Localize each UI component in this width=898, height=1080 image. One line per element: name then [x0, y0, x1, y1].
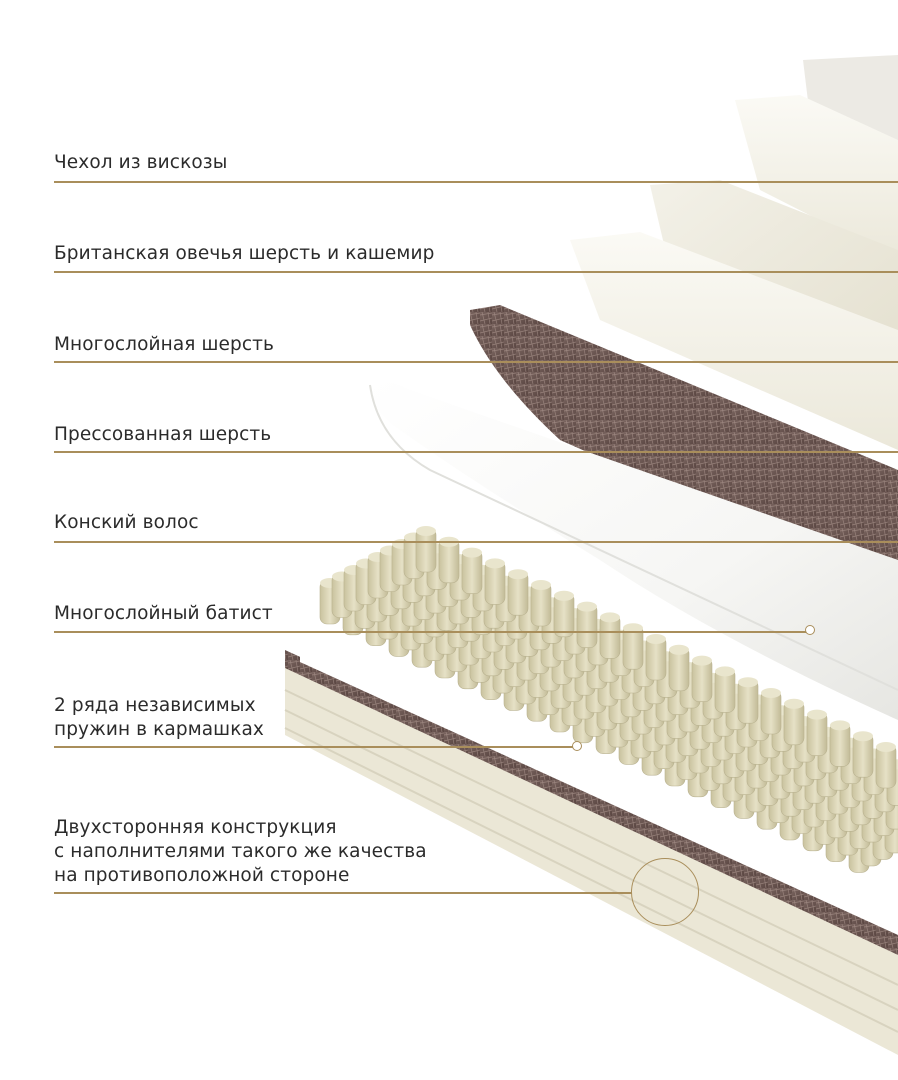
british-wool-layer-art — [570, 180, 898, 450]
marker-ring-double-sided — [631, 858, 699, 926]
pocket-spring-top — [830, 720, 850, 731]
label-batiste: Многослойный батист — [54, 603, 273, 624]
label-springs-line-2: пружин в кармашках — [54, 719, 264, 740]
pocket-spring-top — [577, 601, 597, 612]
cover-layer-art — [735, 55, 898, 260]
pocket-spring-top — [876, 742, 896, 752]
label-springs: 2 ряда независимых пружин в кармашках — [54, 694, 264, 742]
label-cover: Чехол из вискозы — [54, 152, 228, 173]
horsehair-layer-art — [470, 305, 898, 590]
leader-line-cover — [54, 181, 898, 183]
pocket-spring-top — [623, 623, 643, 634]
pocket-spring-top — [761, 688, 781, 698]
leader-line-multilayer-wool — [54, 361, 898, 363]
pocket-spring-top — [462, 547, 482, 558]
label-double-sided: Двухсторонняя конструкция с наполнителям… — [54, 816, 427, 888]
leader-line-horsehair — [54, 541, 898, 543]
pocket-spring-top — [738, 677, 758, 688]
pocket-spring-top — [669, 644, 689, 655]
leader-line-double-sided — [54, 892, 632, 894]
pocket-springs-art — [319, 526, 898, 873]
leader-line-british-wool — [54, 271, 898, 273]
label-british-wool: Британская овечья шерсть и кашемир — [54, 243, 435, 264]
pocket-spring-top — [485, 558, 505, 569]
marker-dot-batiste — [805, 625, 815, 635]
pocket-spring-top — [600, 612, 620, 623]
pocket-spring-top — [853, 731, 873, 742]
base-mattress-art — [284, 640, 898, 1055]
pocket-spring-top — [554, 590, 574, 601]
pocket-spring-top — [531, 580, 551, 590]
leader-line-pressed-wool — [54, 451, 898, 453]
label-multilayer-wool: Многослойная шерсть — [54, 334, 274, 355]
marker-dot-springs — [572, 741, 582, 751]
label-double-line-3: на противоположной стороне — [54, 865, 350, 886]
pocket-spring-top — [692, 655, 712, 666]
label-double-line-2: с наполнителями такого же качества — [54, 841, 427, 862]
leader-line-batiste — [54, 631, 806, 633]
leader-line-springs — [54, 746, 574, 748]
label-pressed-wool: Прессованная шерсть — [54, 424, 272, 445]
pocket-spring-top — [784, 698, 804, 709]
pocket-spring-top — [508, 569, 528, 580]
label-double-line-1: Двухсторонняя конструкция — [54, 817, 337, 838]
pocket-spring-top — [416, 526, 436, 536]
pocket-spring-top — [715, 666, 735, 677]
batiste-layer-art — [369, 381, 898, 720]
label-horsehair: Конский волос — [54, 512, 199, 533]
pocket-spring-top — [646, 634, 666, 644]
label-springs-line-1: 2 ряда независимых — [54, 695, 256, 716]
pocket-spring-top — [807, 709, 827, 720]
